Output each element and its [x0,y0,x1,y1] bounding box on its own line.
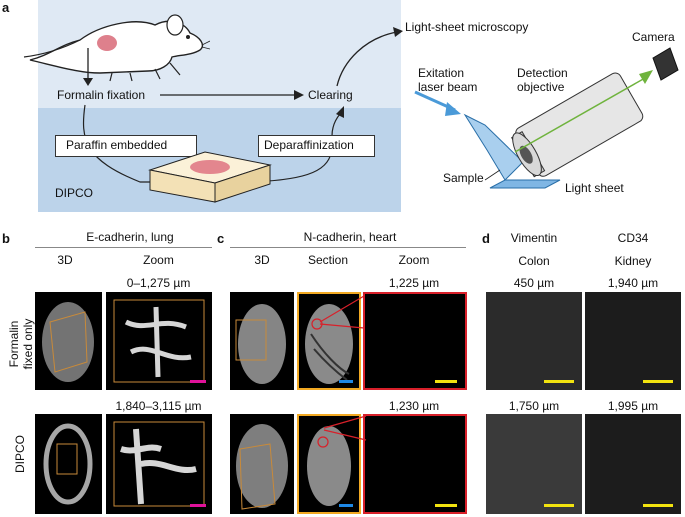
zoom-connector-bottom [323,415,367,441]
panel-c-depth-top: 1,225 µm [388,276,440,290]
scale-bar-kidney-top [643,380,673,383]
panel-c-col-3d: 3D [254,253,270,267]
deparaffinization-box [258,135,375,157]
lung-zoom-bottom-image [106,414,212,514]
scale-bar-heart-section-top [339,380,353,383]
panel-d-col1-sub: Colon [518,254,550,268]
scale-bar-colon-top [544,380,574,383]
panel-d-depth-top-left: 450 µm [513,276,555,290]
row-label-dipco: DIPCO [13,435,27,474]
paraffin-embedded-label: Paraffin embedded [66,138,168,152]
sample-label: Sample [443,171,484,185]
panel-b-depth-bottom: 1,840–3,115 µm [115,399,202,413]
panel-c-col-zoom: Zoom [398,253,430,267]
lung-3d-bottom-image [35,414,102,514]
scale-bar-lung-zoom-bottom [190,504,206,507]
scale-bar-colon-bottom [544,504,574,507]
formalin-fixation-label: Formalin fixation [57,88,146,102]
camera-label: Camera [632,30,675,44]
panel-d-depth-bottom-left: 1,750 µm [508,399,560,413]
colon-bottom-image [486,414,582,514]
panel-d-col1-title: Vimentin [510,231,558,245]
dipco-band-label: DIPCO [55,186,94,200]
panel-b-col-zoom: Zoom [143,253,174,267]
panel-d-col2-title: CD34 [617,231,649,245]
panel-d-depth-top-right: 1,940 µm [607,276,659,290]
arrow-mouse-to-fixation [83,48,93,86]
panel-d-letter: d [482,231,490,246]
scale-bar-heart-section-bottom [339,504,353,507]
row-label-formalin-line1: Formalin [7,320,21,368]
panel-a-letter: a [2,0,10,15]
heart-zoom-top-image [363,292,467,390]
panel-b-col-3d: 3D [57,253,73,267]
microscope-illustration [414,47,679,189]
panel-d-col2-sub: Kidney [614,254,652,268]
lung-3d-top-image [35,292,102,390]
panel-c-col-section: Section [307,253,349,267]
panel-b-title: E-cadherin, lung [86,230,174,244]
panel-c-letter: c [217,231,225,246]
excitation-label-1: Exitation [418,66,465,80]
heart-3d-bottom-image [230,414,294,514]
clearing-label: Clearing [308,88,353,102]
excitation-label-2: laser beam [418,80,478,94]
panel-c-title: N-cadherin, heart [303,230,397,244]
deparaffinization-label: Deparaffinization [264,138,354,152]
detection-label-1: Detection [517,66,568,80]
scale-bar-heart-zoom-top [435,380,457,383]
scale-bar-heart-zoom-bottom [435,504,457,507]
heart-section-top-image [297,292,361,390]
lung-zoom-top-image [106,292,212,390]
arrow-clearing-to-microscopy [336,27,403,87]
paraffin-block-illustration [148,151,272,203]
panel-b-depth-top: 0–1,275 µm [126,276,191,290]
zoom-connector-top [319,295,365,329]
kidney-bottom-image [585,414,681,514]
light-sheet-microscopy-label: Light-sheet microscopy [405,20,529,34]
arrow-fixation-to-clearing [160,90,304,100]
scale-bar-lung-zoom-top [190,380,206,383]
panel-b-letter: b [2,231,10,246]
light-sheet-label: Light sheet [565,181,624,195]
row-label-formalin-line2: fixed only [21,318,35,370]
paraffin-embedded-box [55,135,197,157]
panel-c-rule [230,247,466,248]
heart-zoom-bottom-image [363,414,467,514]
detection-label-2: objective [517,80,565,94]
panel-c-depth-bottom: 1,230 µm [388,399,440,413]
kidney-top-image [585,292,681,390]
heart-3d-top-image [230,292,294,390]
colon-top-image [486,292,582,390]
mouse-illustration [23,14,210,82]
panel-d-depth-bottom-right: 1,995 µm [607,399,659,413]
panel-b-rule [35,247,212,248]
scale-bar-kidney-bottom [643,504,673,507]
